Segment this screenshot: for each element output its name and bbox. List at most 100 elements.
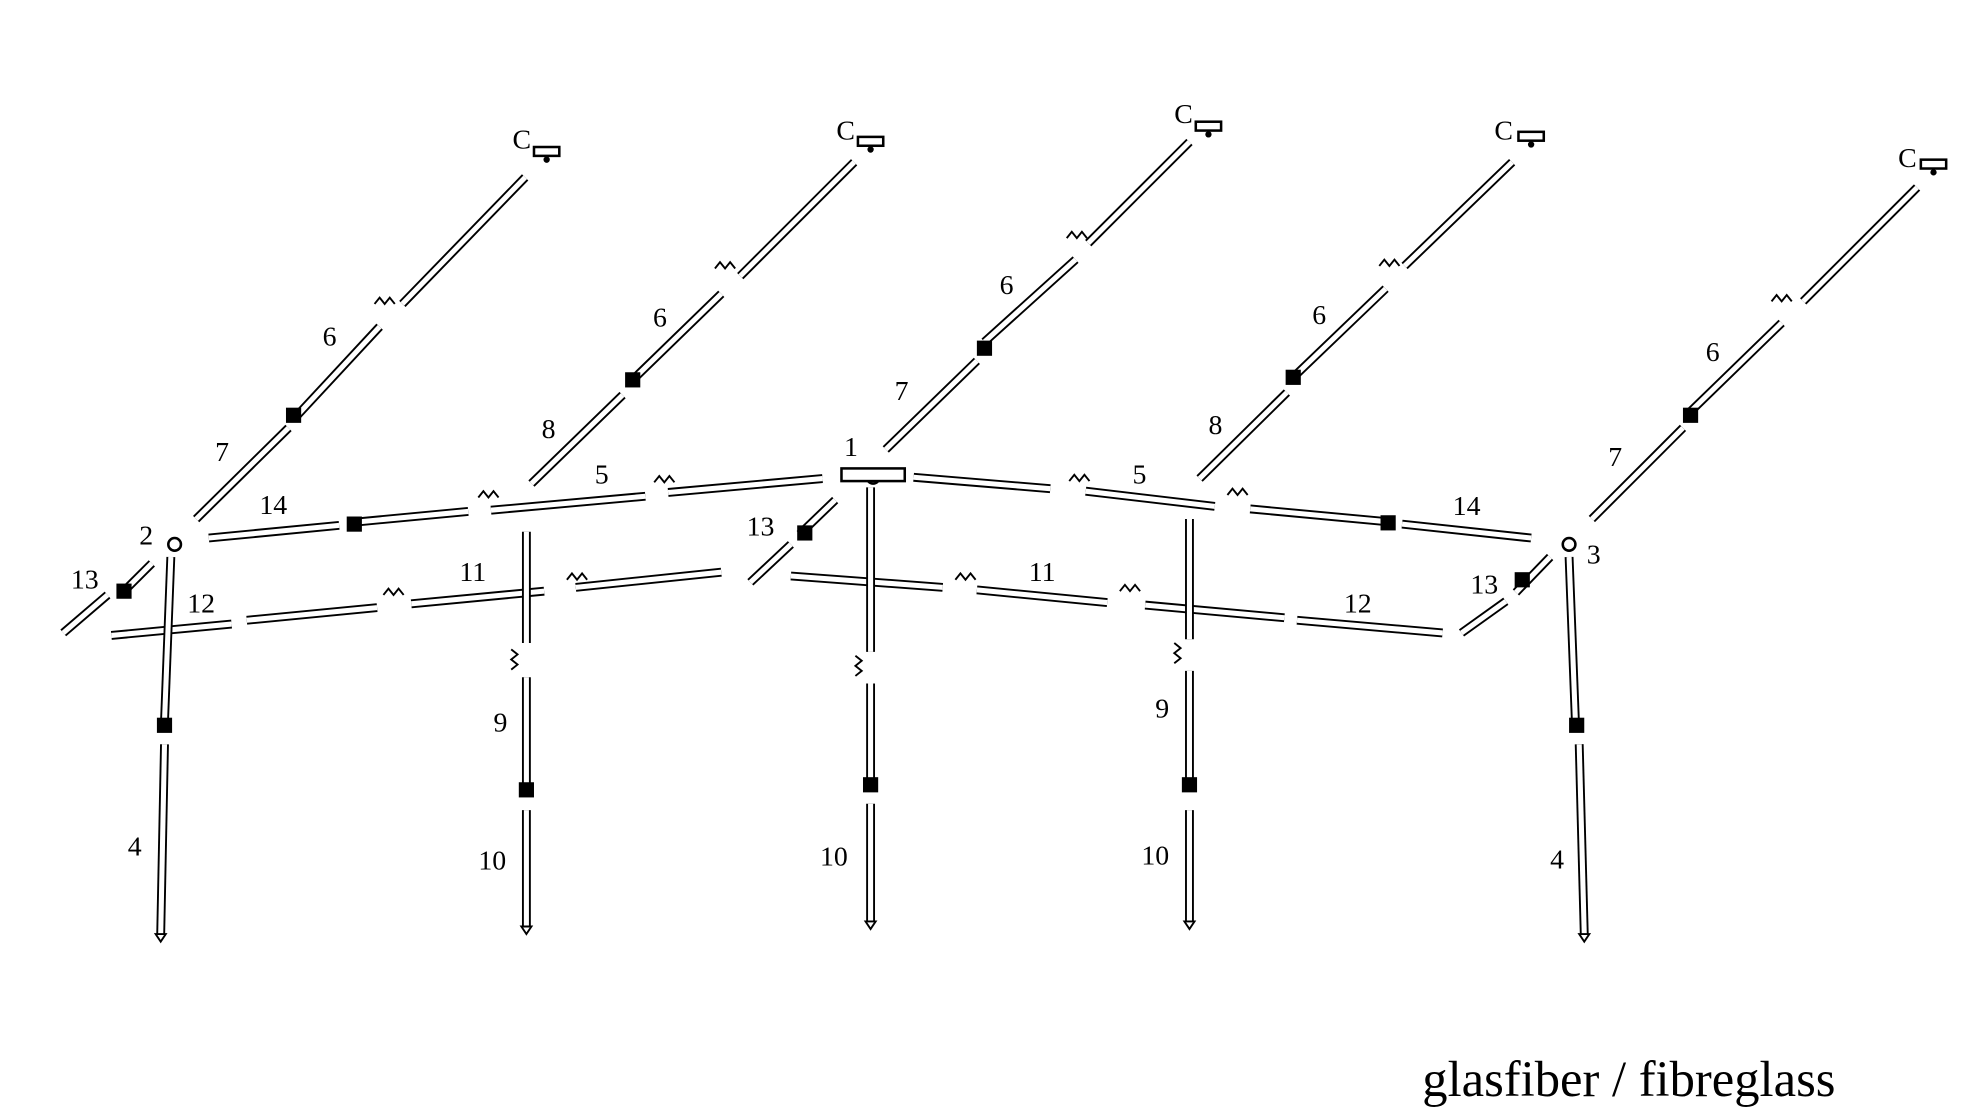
foot-spike-icon xyxy=(153,933,168,944)
pole-segment xyxy=(294,323,383,419)
pole-label-8: 8 xyxy=(1208,410,1222,441)
pole-label-6: 6 xyxy=(1312,300,1326,331)
pole-label-13: 13 xyxy=(71,565,99,596)
pole-segment xyxy=(160,556,176,722)
pole-label-4: 4 xyxy=(1550,844,1564,875)
pole-segment xyxy=(882,357,980,453)
pole-segment xyxy=(1196,389,1291,482)
pole-label-10: 10 xyxy=(1141,840,1169,871)
pole-label-5: 5 xyxy=(1133,460,1147,491)
spring-icon xyxy=(566,571,588,582)
spring-icon xyxy=(653,474,676,484)
pole-segment xyxy=(913,472,1051,494)
junction-fitting-icon xyxy=(1561,536,1577,552)
spring-icon xyxy=(1119,583,1141,593)
junction-fitting-icon xyxy=(167,536,183,552)
pole-segment xyxy=(1574,744,1589,935)
spring-icon xyxy=(477,489,500,500)
spring-icon xyxy=(1378,258,1401,268)
spring-icon xyxy=(714,260,736,271)
clamp-joint xyxy=(976,340,993,356)
pole-segment xyxy=(1290,285,1389,381)
pole-segment xyxy=(1588,424,1687,523)
pole-segment xyxy=(1564,556,1580,722)
connector-label: C xyxy=(1898,143,1917,174)
pole-segment xyxy=(667,474,823,497)
spring-icon xyxy=(1172,642,1183,665)
foot-spike-icon xyxy=(1182,920,1197,931)
pole-label-7: 7 xyxy=(1608,442,1622,473)
pole-label-6: 6 xyxy=(1706,337,1720,368)
connector-label: C xyxy=(836,115,855,146)
pole-label-10: 10 xyxy=(820,842,848,873)
pole-label-11: 11 xyxy=(459,557,486,588)
pole-label-12: 12 xyxy=(1344,589,1372,620)
pole-segment xyxy=(410,586,545,609)
pole-label-5: 5 xyxy=(595,460,609,491)
pole-label-7: 7 xyxy=(895,376,909,407)
connector-label: C xyxy=(1174,99,1193,130)
pole-segment xyxy=(1401,159,1516,270)
pole-label-9: 9 xyxy=(1155,694,1169,725)
junction-label-center: 1 xyxy=(844,432,858,463)
pole-label-10: 10 xyxy=(478,846,506,877)
pole-segment xyxy=(737,159,858,280)
junction-label-left: 2 xyxy=(139,520,153,551)
clamp-joint xyxy=(156,717,173,733)
pole-label-13: 13 xyxy=(1470,570,1498,601)
spring-icon xyxy=(853,654,864,677)
clamp-joint xyxy=(862,777,879,793)
pole-label-11: 11 xyxy=(1029,557,1056,588)
clamp-joint xyxy=(116,583,132,599)
pole-segments xyxy=(60,138,1921,935)
pole-label-6: 6 xyxy=(653,303,667,334)
pole-label-6: 6 xyxy=(323,322,337,353)
pole-segment xyxy=(1401,519,1532,543)
pole-segment xyxy=(747,541,794,586)
foot-spike-icon xyxy=(1577,933,1592,944)
pole-label-14: 14 xyxy=(1453,491,1481,522)
pole-segment xyxy=(60,591,111,637)
pole-segment xyxy=(246,603,378,625)
pole-segment xyxy=(1249,504,1387,526)
center-fitting-icon xyxy=(840,467,907,483)
pole-label-6: 6 xyxy=(1000,270,1014,301)
clamp-joint xyxy=(518,782,534,798)
pole-segment xyxy=(208,520,340,543)
pole-segment xyxy=(575,567,722,592)
c-connector-icon xyxy=(1194,120,1223,132)
pole-segment xyxy=(981,256,1079,346)
c-connector-pin xyxy=(1527,141,1535,148)
pole-segment xyxy=(1687,319,1785,415)
connector-label: C xyxy=(1494,115,1513,146)
pole-segment xyxy=(347,507,469,528)
pole-segment xyxy=(156,744,169,935)
pole-segment xyxy=(1144,600,1285,623)
material-caption: glasfiber / fibreglass xyxy=(1422,1051,1835,1107)
foot-spike-icon xyxy=(519,925,534,936)
pole-label-12: 12 xyxy=(187,589,215,620)
pole-segment xyxy=(976,585,1108,607)
pole-segment xyxy=(490,491,646,515)
pole-segment xyxy=(399,174,529,308)
pole-label-7: 7 xyxy=(215,437,229,468)
spring-icon xyxy=(509,648,520,671)
joints xyxy=(116,120,1948,944)
spring-icon xyxy=(373,296,396,306)
clamp-joint xyxy=(1569,717,1585,733)
pole-label-8: 8 xyxy=(542,414,556,445)
clamp-joint xyxy=(1682,407,1699,423)
pole-segment xyxy=(1296,615,1443,638)
c-connector-icon xyxy=(1919,158,1948,170)
pole-segment xyxy=(1800,184,1921,305)
spring-icon xyxy=(954,571,977,582)
spring-icon xyxy=(1770,293,1793,303)
foot-spike-icon xyxy=(863,920,878,931)
pole-label-4: 4 xyxy=(128,832,142,863)
pole-segment xyxy=(1085,486,1216,511)
pole-label-9: 9 xyxy=(494,708,508,739)
pole-segment xyxy=(193,424,292,523)
spring-icon xyxy=(382,587,405,597)
pole-segment xyxy=(1458,597,1509,637)
